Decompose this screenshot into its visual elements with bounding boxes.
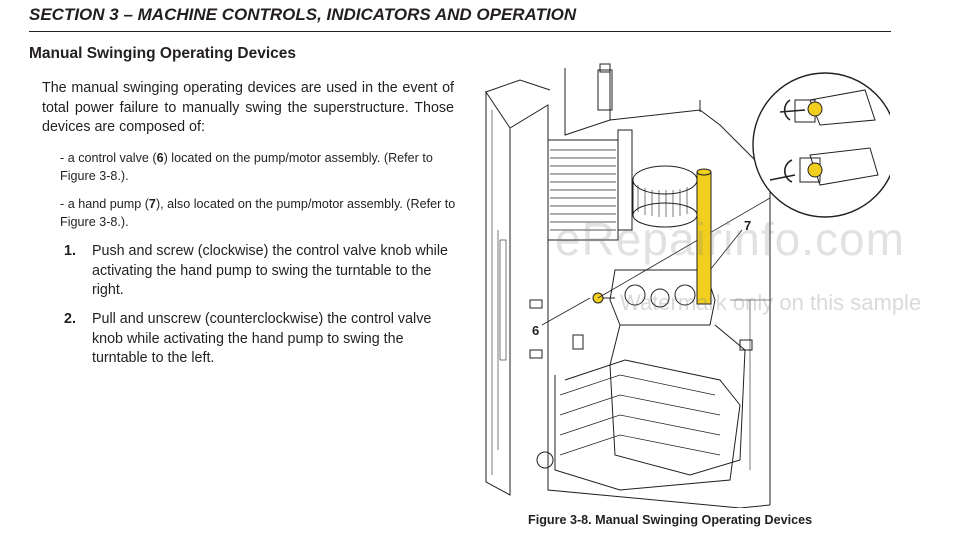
figure-caption: Figure 3-8. Manual Swinging Operating De… <box>528 513 813 527</box>
bullet-suffix: ), also located on the pump/motor assemb… <box>60 197 456 229</box>
intro-paragraph: The manual swinging operating devices ar… <box>42 80 454 135</box>
bullet-control-valve: - a control valve (6) located on the pum… <box>60 150 458 185</box>
bullet-suffix: ) located on the pump/motor assembly. (R… <box>60 151 433 183</box>
bullet-ref: 7 <box>148 197 156 211</box>
section-header: SECTION 3 – MACHINE CONTROLS, INDICATORS… <box>29 3 891 32</box>
subheading: Manual Swinging Operating Devices <box>29 45 296 62</box>
step-text: Push and screw (clockwise) the control v… <box>92 243 448 298</box>
callout-7: 7 <box>744 218 751 233</box>
section-title: SECTION 3 – MACHINE CONTROLS, INDICATORS… <box>29 5 577 24</box>
watermark-sub: Watermark only on this sample <box>620 290 922 315</box>
bullet-prefix: - a control valve ( <box>60 151 157 165</box>
bullet-hand-pump: - a hand pump (7), also located on the p… <box>60 196 458 231</box>
bullet-ref: 6 <box>156 151 164 165</box>
step-text: Pull and unscrew (counterclockwise) the … <box>92 311 432 366</box>
pump-motor-illustration: 6 7 <box>485 63 890 508</box>
step-number: 1. <box>64 243 76 259</box>
step-number: 2. <box>64 311 76 327</box>
watermark: eRepairinfo.com <box>555 213 905 265</box>
bullet-prefix: - a hand pump ( <box>60 197 149 211</box>
callout-6: 6 <box>532 323 539 338</box>
